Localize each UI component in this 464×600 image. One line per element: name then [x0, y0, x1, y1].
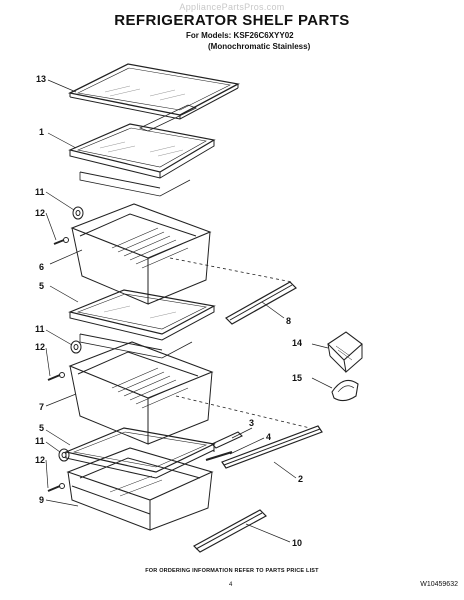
callout-14: 14: [292, 338, 302, 348]
callout-15: 15: [292, 373, 302, 383]
part-9-drawer: [66, 447, 214, 531]
part-5-shelf-bottom: [64, 427, 216, 479]
page-number: 4: [229, 582, 233, 588]
part-11-bushing-top: [72, 206, 84, 220]
finish-line: (Monochromatic Stainless): [208, 42, 311, 51]
part-13-shelf: [68, 63, 240, 132]
callout-5-bottom: 5: [39, 423, 44, 433]
part-6-drawer: [70, 203, 212, 305]
part-12-screw-bottom: [47, 483, 65, 492]
part-8-rail: [225, 281, 297, 325]
ordering-note: FOR ORDERING INFORMATION REFER TO PARTS …: [145, 568, 319, 574]
callout-12-middle: 12: [35, 342, 45, 352]
part-14-housing: [327, 331, 363, 373]
callout-10: 10: [292, 538, 302, 548]
callout-5-middle: 5: [39, 281, 44, 291]
part-11-bushing-bottom: [58, 448, 70, 462]
callout-1: 1: [39, 127, 44, 137]
part-11-bushing-middle: [70, 340, 82, 354]
callout-11-bottom: 11: [35, 436, 45, 446]
page-title: REFRIGERATOR SHELF PARTS: [114, 12, 350, 29]
callout-2: 2: [298, 474, 303, 484]
callout-6: 6: [39, 262, 44, 272]
part-1-shelf: [68, 123, 216, 197]
watermark: AppliancePartsPros.com: [179, 2, 285, 12]
part-12-screw-top: [53, 237, 69, 245]
part-7-drawer: [68, 341, 214, 445]
callout-13: 13: [36, 74, 46, 84]
part-15-knob: [331, 379, 359, 402]
callout-11-middle: 11: [35, 324, 45, 334]
models-line: For Models: KSF26C6XYY02: [186, 31, 294, 40]
document-number: W10459632: [420, 581, 458, 588]
callout-12-top: 12: [35, 208, 45, 218]
callout-7: 7: [39, 402, 44, 412]
callout-11-top: 11: [35, 187, 45, 197]
part-2-rail: [221, 425, 323, 469]
callout-9: 9: [39, 495, 44, 505]
part-4-pin: [205, 451, 233, 461]
callout-8: 8: [286, 316, 291, 326]
part-10-rail: [193, 509, 267, 553]
callout-4: 4: [266, 432, 271, 442]
callout-3: 3: [249, 418, 254, 428]
part-12-screw-middle: [47, 372, 65, 381]
callout-12-bottom: 12: [35, 455, 45, 465]
part-5-shelf-middle: [68, 289, 216, 359]
